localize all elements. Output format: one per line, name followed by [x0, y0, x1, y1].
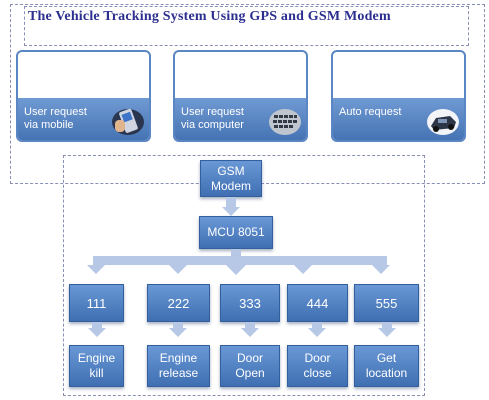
arrow-head: [224, 263, 248, 275]
source-label-line2: via computer: [181, 119, 244, 131]
action-line2: location: [365, 366, 408, 380]
action-line1: Engine: [159, 351, 198, 365]
arrow-head: [378, 328, 396, 337]
title-frame: [24, 6, 469, 46]
code-label: 222: [167, 295, 190, 311]
vehicle-icon: [427, 109, 459, 135]
source-label-line1: User request: [24, 106, 87, 118]
arrow-shaft: [173, 322, 183, 328]
source-card-mobile: User request via mobile: [16, 50, 151, 142]
code-label: 111: [86, 295, 107, 311]
arrow-head: [222, 207, 240, 216]
code-node-222: 222: [147, 284, 210, 322]
arrow-head: [308, 328, 326, 337]
source-card-auto: Auto request: [331, 50, 466, 142]
gsm-modem-node: GSM Modem: [200, 160, 262, 197]
diagram-title: The Vehicle Tracking System Using GPS an…: [28, 9, 391, 24]
source-label-wrap: Auto request: [333, 98, 464, 140]
code-node-555: 555: [354, 284, 419, 322]
arrow-shaft: [245, 322, 255, 328]
source-label-wrap: User request via computer: [175, 98, 306, 140]
arrow-shaft: [92, 322, 102, 328]
action-line2: release: [158, 366, 199, 380]
code-node-444: 444: [287, 284, 348, 322]
action-line1: Engine: [77, 351, 116, 365]
source-label-wrap: User request via mobile: [18, 98, 149, 140]
arrow-head: [294, 265, 312, 274]
source-label-line1: User request: [181, 106, 244, 118]
action-line1: Door: [236, 351, 263, 365]
code-label: 444: [306, 295, 329, 311]
arrow-head: [372, 265, 390, 274]
code-label: 555: [375, 295, 398, 311]
action-line1: Get: [376, 351, 397, 365]
branch-bus: [93, 256, 387, 265]
source-card-computer: User request via computer: [173, 50, 308, 142]
source-label-line1: Auto request: [339, 106, 402, 118]
action-line1: Door: [304, 351, 331, 365]
code-label: 333: [239, 295, 261, 311]
source-label-line2: via mobile: [24, 119, 74, 131]
action-line2: close: [303, 366, 332, 380]
arrow-head: [241, 328, 259, 337]
arrow-head: [87, 265, 105, 274]
code-node-111: 111: [69, 284, 124, 322]
mobile-phone-icon: [112, 108, 144, 135]
mcu-label: MCU 8051: [207, 225, 265, 239]
arrow-shaft: [382, 322, 392, 328]
action-line2: kill: [89, 366, 104, 380]
action-line2: Open: [235, 366, 265, 380]
arrow-shaft: [312, 322, 322, 328]
diagram-frame: [63, 155, 425, 396]
arrow-shaft: [226, 197, 236, 207]
source-label: User request via computer: [181, 106, 244, 132]
arrow-head: [88, 328, 106, 337]
source-label: User request via mobile: [24, 106, 87, 132]
gsm-label-line1: GSM: [217, 163, 245, 178]
source-label: Auto request: [339, 106, 401, 119]
gsm-label-line2: Modem: [210, 178, 251, 193]
arrow-shaft: [231, 249, 241, 257]
code-node-333: 333: [220, 284, 280, 322]
mcu-node: MCU 8051: [199, 216, 273, 249]
arrow-head: [169, 265, 187, 274]
keyboard-icon: [269, 109, 301, 135]
arrow-head: [169, 328, 187, 337]
